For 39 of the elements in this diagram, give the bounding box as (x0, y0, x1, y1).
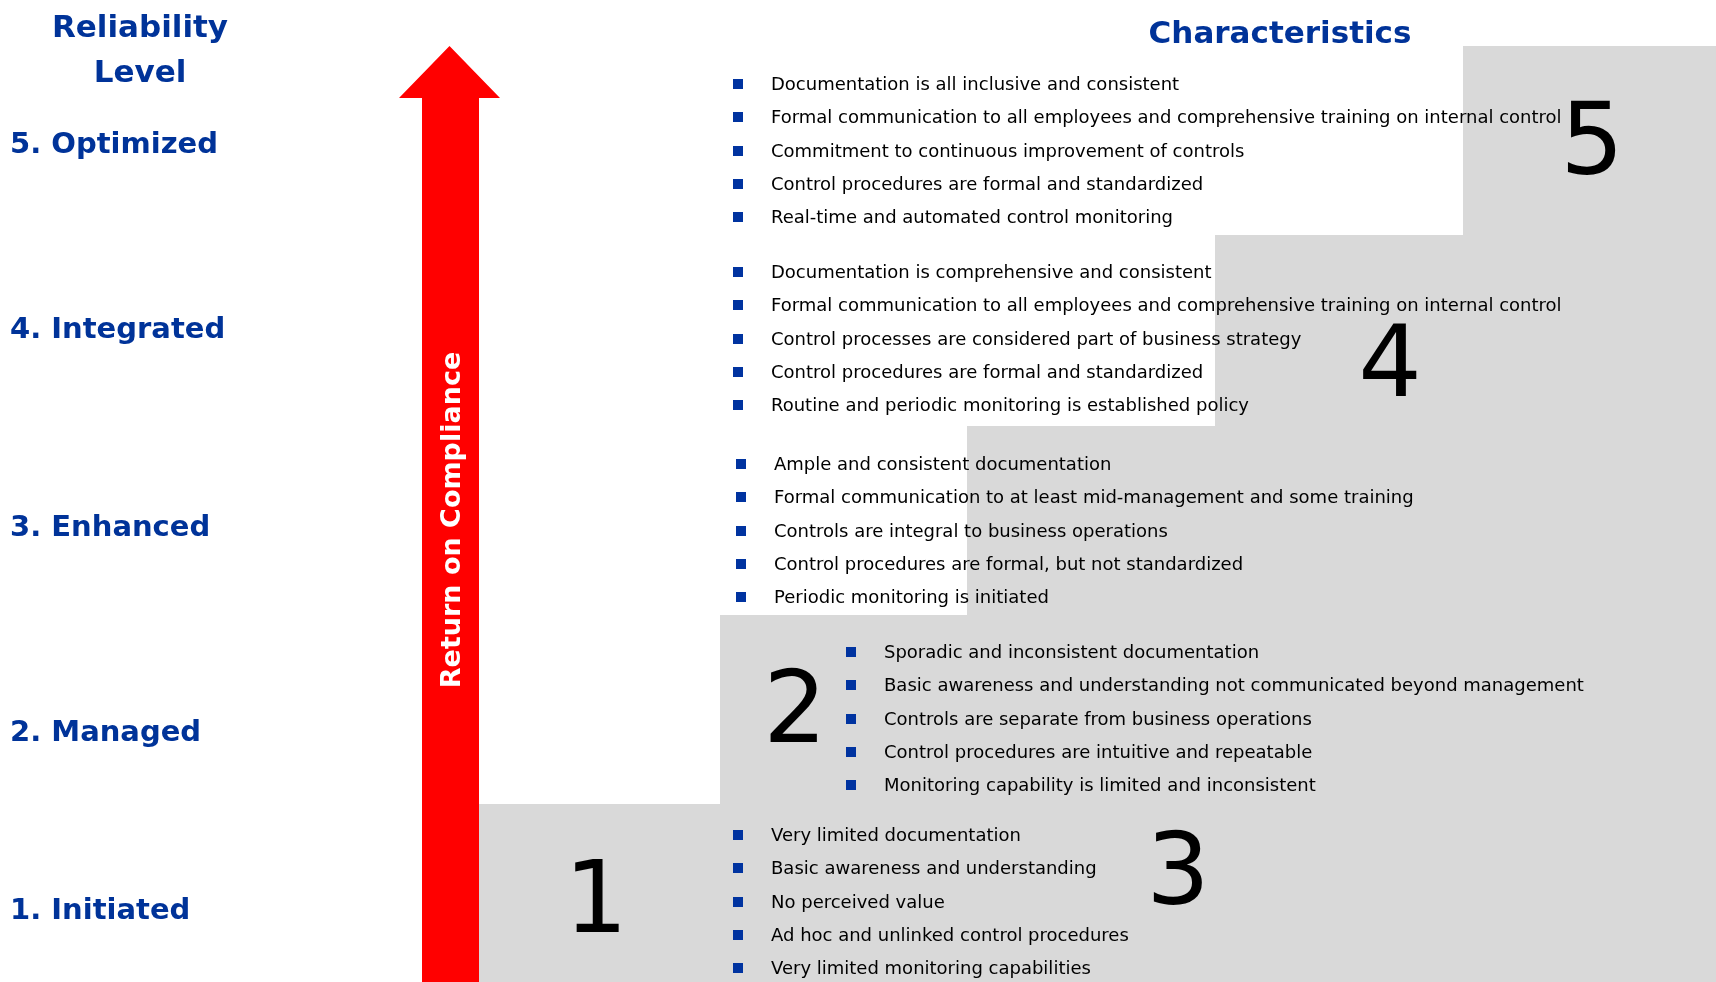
arrow-label: Return on Compliance (434, 351, 465, 689)
column-heading: Reliability Level (50, 7, 230, 91)
step-number: 3 (1146, 830, 1210, 910)
bullet-item: Controls are integral to business operations (736, 518, 1168, 543)
level-label: 5. Optimized (10, 128, 218, 158)
bullet-item: Documentation is all inclusive and consistent (733, 72, 1180, 96)
bullet-item: Sporadic and inconsistent documentation (846, 640, 1260, 664)
bullet-item: Commitment to continuous improvement of controls (733, 138, 1245, 163)
bullet-item: Formal communication to all employees and comprehensive training on internal control (733, 105, 1562, 130)
bullet-item: Very limited monitoring capabilities (733, 956, 1091, 981)
stair-step (479, 804, 720, 982)
bullet-item: Documentation is comprehensive and consistent (733, 260, 1212, 284)
bullet-item: Control procedures are formal and standardized (733, 171, 1204, 196)
bullet-item: Basic awareness and understanding not communicated beyond management (846, 673, 1584, 698)
bullet-item: Formal communication to all employees and comprehensive training on internal control (733, 293, 1562, 318)
column-heading: Characteristics (1147, 13, 1413, 52)
bullet-item: Control procedures are formal and standardized (733, 359, 1204, 384)
upward-arrow (399, 46, 500, 982)
bullet-item: Control procedures are intuitive and repeatable (846, 739, 1313, 764)
bullet-item: Formal communication to at least mid-management and some training (736, 485, 1414, 510)
step-number: 2 (763, 668, 827, 748)
level-label: 3. Enhanced (10, 511, 211, 541)
bullet-item: Routine and periodic monitoring is established policy (733, 393, 1249, 418)
level-label: 2. Managed (10, 716, 202, 746)
level-label: 4. Integrated (10, 313, 226, 343)
bullet-item: Real-time and automated control monitoring (733, 205, 1173, 230)
bullet-item: Control procedures are formal, but not standardized (736, 551, 1244, 576)
step-number: 1 (564, 858, 628, 938)
bullet-item: No perceived value (733, 889, 945, 914)
bullet-item: Periodic monitoring is initiated (736, 585, 1049, 610)
bullet-item: Controls are separate from business operations (846, 706, 1312, 731)
step-number: 4 (1358, 322, 1422, 402)
bullet-item: Monitoring capability is limited and inconsistent (846, 773, 1316, 798)
bullet-item: Ample and consistent documentation (736, 452, 1112, 476)
bullet-item: Basic awareness and understanding (733, 856, 1097, 881)
bullet-item: Control processes are considered part of business strategy (733, 326, 1302, 351)
level-label: 1. Initiated (10, 894, 191, 924)
step-number: 5 (1560, 100, 1624, 180)
bullet-item: Ad hoc and unlinked control procedures (733, 922, 1129, 947)
